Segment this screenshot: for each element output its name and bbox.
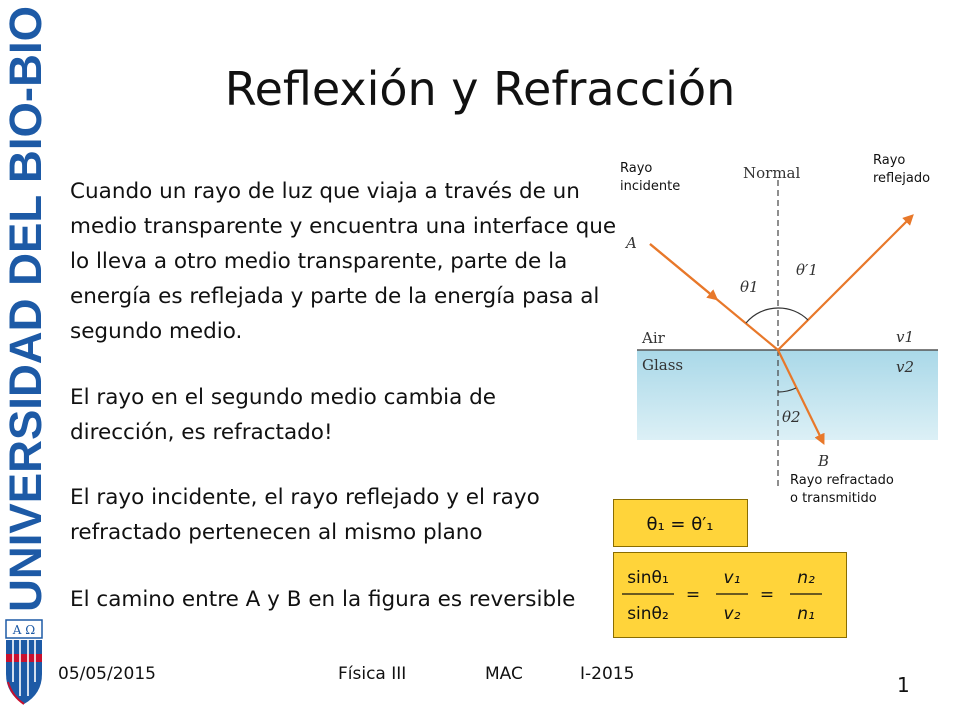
footer-author: MAC: [485, 664, 523, 684]
snell-v2: v₂: [724, 604, 741, 624]
incident-ray-arrow: [649, 243, 719, 301]
paragraph-same-plane: El rayo incidente, el rayo reflejado y e…: [70, 485, 540, 545]
university-banner: UNIVERSIDAD DEL BIO-BIO: [0, 0, 48, 620]
reflection-equation-box: θ₁ = θ′₁: [613, 499, 748, 547]
paragraph-refraction: El rayo en el segundo medio cambia de di…: [70, 385, 497, 445]
snell-v1: v₁: [724, 568, 741, 588]
refraction-diagram: Normal A B θ1 θ′1 θ2 Air Glass v1 v2: [600, 140, 960, 540]
footer-date: 05/05/2015: [58, 664, 156, 684]
footer-term: I-2015: [580, 664, 635, 684]
paragraph-reversible: El camino entre A y B en la figura es re…: [70, 587, 576, 612]
theta1-arc: [745, 307, 779, 324]
slide-title: Reflexión y Refracción: [224, 62, 736, 116]
theta2-label: θ2: [782, 408, 801, 426]
theta2-arc: [777, 387, 797, 393]
snell-n1: n₁: [797, 604, 815, 624]
snell-sin2: sinθ₂: [627, 604, 669, 624]
logo-symbols: A Ω: [12, 623, 35, 637]
v2-label: v2: [896, 358, 914, 376]
caption-reflected: Rayo reflejado: [873, 153, 931, 186]
snell-equation-box: sinθ₁ sinθ₂ = v₁ v₂ = n₂ n₁: [613, 552, 847, 638]
paragraph-intro: Cuando un rayo de luz que viaja a través…: [70, 179, 617, 344]
footer-course: Física III: [338, 664, 407, 684]
caption-refracted: Rayo refractado o transmitido: [790, 473, 894, 506]
theta1-label: θ1: [740, 278, 759, 296]
air-label: Air: [641, 329, 666, 347]
v1-label: v1: [896, 328, 914, 346]
snell-n2: n₂: [797, 568, 815, 588]
label-b: B: [817, 452, 829, 470]
university-logo: A Ω: [2, 618, 46, 710]
normal-label: Normal: [743, 164, 800, 182]
glass-medium: [637, 350, 938, 440]
label-a: A: [624, 234, 637, 252]
svg-text:=: =: [760, 585, 774, 605]
theta1-prime-label: θ′1: [796, 261, 818, 279]
caption-incident: Rayo incidente: [620, 161, 681, 194]
reflected-ray: [777, 214, 914, 351]
glass-label: Glass: [642, 356, 683, 374]
reflection-equation: θ₁ = θ′₁: [646, 514, 713, 535]
snell-sin1: sinθ₁: [627, 568, 669, 588]
university-name: UNIVERSIDAD DEL BIO-BIO: [0, 6, 48, 612]
theta1-prime-arc: [777, 307, 809, 321]
page-number: 1: [897, 673, 910, 697]
refracted-ray: [777, 349, 825, 445]
svg-text:=: =: [686, 585, 700, 605]
